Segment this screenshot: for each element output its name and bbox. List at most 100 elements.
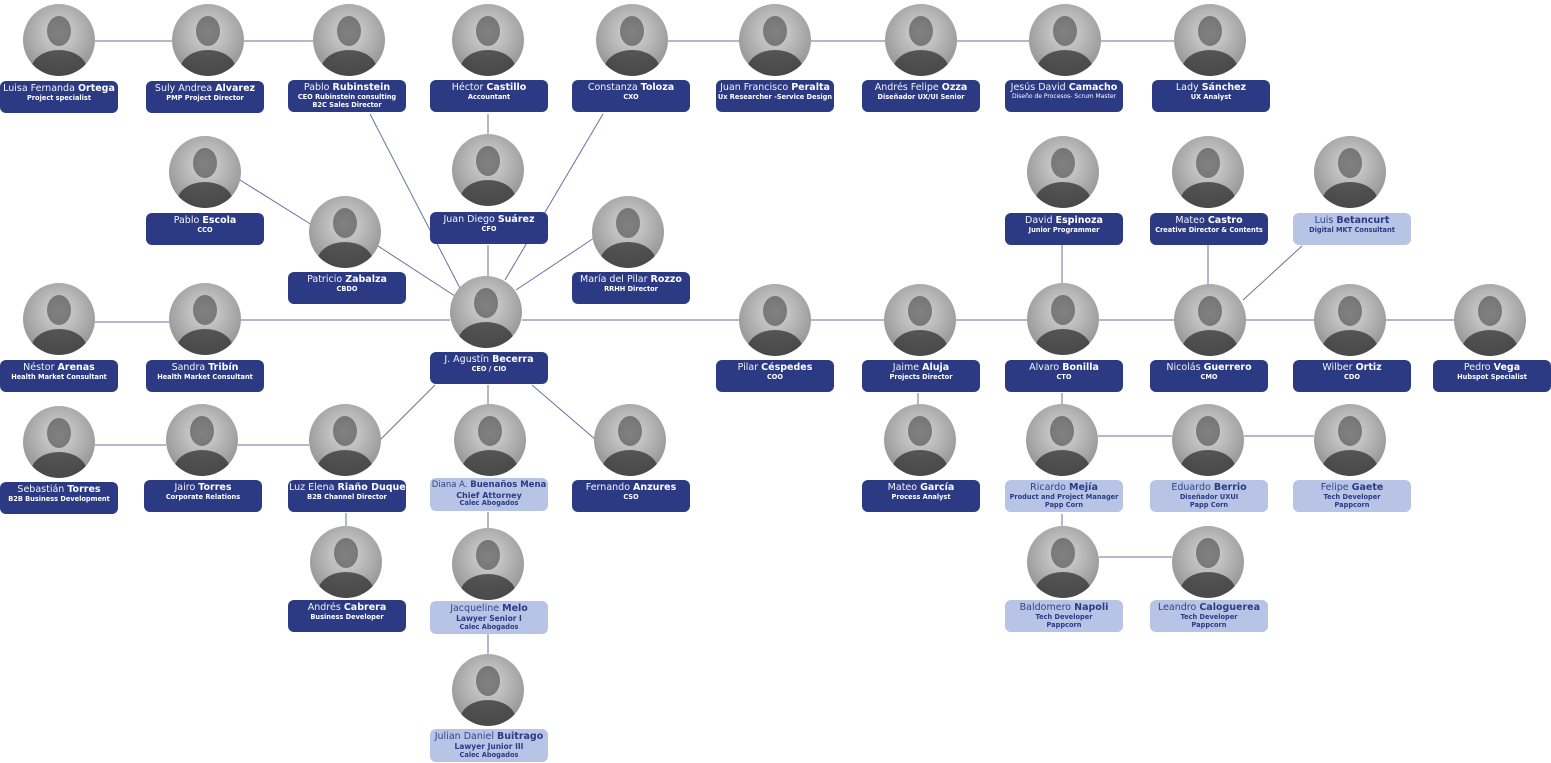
first-name: Luisa Fernanda [3,83,75,94]
last-name: Suárez [497,214,535,225]
role: B2B Business Development [8,494,110,503]
first-name: Pablo [173,215,200,226]
first-name: Jaime [892,362,920,373]
last-name: Espinoza [1055,215,1103,226]
last-name: Castillo [486,82,527,93]
photo-bonilla [1027,283,1099,355]
last-name: Castro [1207,215,1243,226]
first-name: Mateo [887,482,918,493]
first-name: Suly Andrea [154,83,213,94]
photo-camacho [1029,4,1101,76]
last-name: Toloza [640,82,675,93]
role-secondary: Papp Corn [1044,500,1084,509]
photo-arenas [23,283,95,355]
role: Junior Programmer [1028,225,1100,234]
last-name: Rubinstein [332,82,391,93]
first-name: Nicolás [1166,362,1201,373]
role: CBDO [336,284,358,293]
photo-riano [309,404,381,476]
last-name: Camacho [1068,82,1118,93]
role: B2B Channel Director [307,492,387,501]
first-name: Pablo [303,82,330,93]
role: Diseño de Procesos- Scrum Master [1011,92,1116,100]
photo-anzures [594,404,666,476]
role: CTO [1056,372,1072,381]
first-name: Leandro [1157,602,1197,613]
role: PMP Project Director [166,93,244,102]
photo-vega [1454,284,1526,356]
photo-suarez [452,134,524,206]
last-name: Anzures [633,482,677,493]
last-name: García [920,482,955,493]
last-name: Caloguerea [1199,602,1261,613]
photo-aluja [884,284,956,356]
last-name: Rozzo [650,274,682,285]
last-name: Riaño Duque [337,482,406,493]
last-name: Melo [502,603,528,614]
role: CDO [1344,372,1360,381]
photo-berrio [1172,404,1244,476]
last-name: Ozza [941,82,968,93]
photo-ozza [885,4,957,76]
role-secondary: Calec Abogados [459,498,519,507]
photo-buitrago [452,654,524,726]
role-secondary: B2C Sales Director [312,100,382,109]
last-name: Becerra [492,354,534,365]
photo-j-torres [166,404,238,476]
photo-ortega [23,4,95,76]
first-name: Jairo [174,482,196,493]
first-name: María del Pilar [580,274,648,285]
photo-castro [1172,136,1244,208]
first-name: Pedro [1463,362,1491,373]
photo-guerrero [1174,284,1246,356]
role: Business Developer [310,612,384,621]
photo-melo [452,528,524,600]
first-name: Wilber [1322,362,1353,373]
role: Digital MKT Consultant [1309,225,1395,234]
first-name: Pilar [737,362,759,373]
photo-garcia [884,404,956,476]
role-secondary: Calec Abogados [459,750,519,759]
role: Health Market Consultant [11,372,107,381]
first-name: J. Agustín [444,354,490,365]
role: CXO [623,92,639,101]
role: CFO [481,224,497,233]
role: Corporate Relations [165,492,241,501]
first-name: Andrés Felipe [874,82,939,93]
last-name: Peralta [791,82,830,93]
photo-ortiz [1314,284,1386,356]
photo-becerra [450,276,522,348]
photo-napoli [1027,526,1099,598]
role: CEO / CIO [471,364,507,373]
photo-espinoza [1027,136,1099,208]
role: Tech Developer [1180,612,1238,621]
photo-s-torres [23,406,95,478]
last-name: Buenaños Mena [470,480,547,490]
last-name: Torres [198,482,232,493]
last-name: Berrio [1213,482,1247,493]
role-secondary: Papp Corn [1189,500,1229,509]
role: UX Analyst [1190,92,1232,101]
last-name: Arenas [57,362,95,373]
